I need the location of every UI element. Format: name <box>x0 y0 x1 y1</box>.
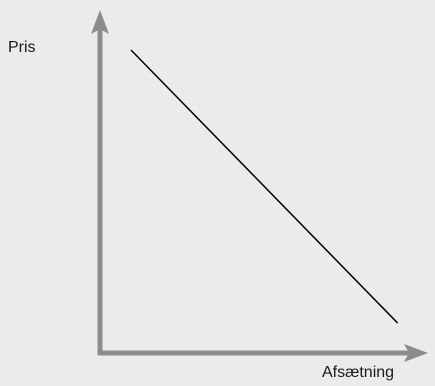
y-axis-label: Pris <box>8 39 36 56</box>
x-axis-label: Afsætning <box>322 364 395 381</box>
demand-curve-line <box>130 49 399 324</box>
y-axis-arrowhead <box>91 10 109 34</box>
x-axis-arrowhead <box>404 344 428 362</box>
series-layer <box>130 49 399 324</box>
